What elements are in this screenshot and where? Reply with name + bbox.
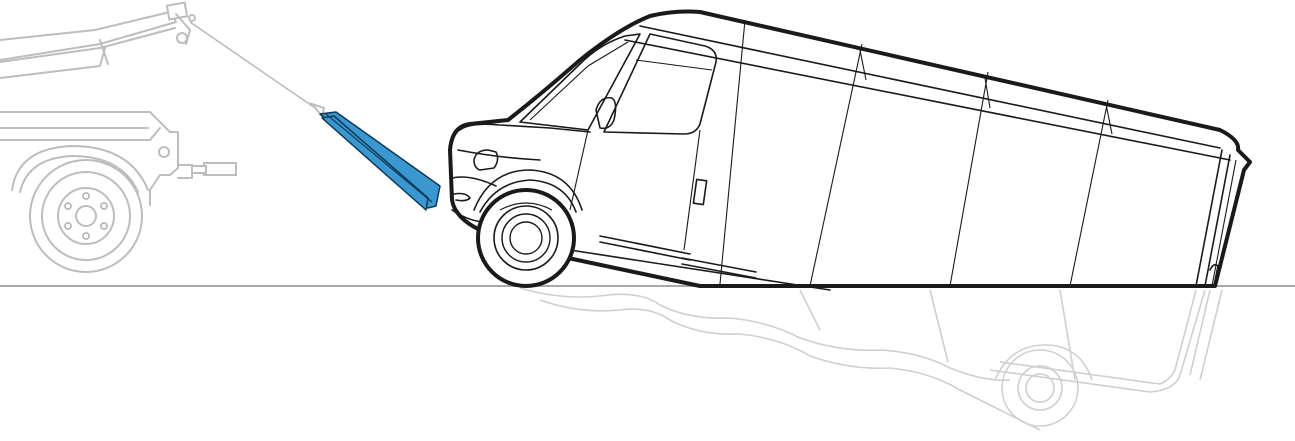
tow-truck [0, 3, 236, 272]
submerged-van-ghost [520, 288, 1222, 430]
tow-truck-wheel [30, 160, 142, 272]
submerged-rear-wheel [1002, 350, 1078, 426]
tow-cable [190, 22, 318, 110]
tow-strap [320, 112, 440, 210]
front-wheel [478, 190, 574, 286]
